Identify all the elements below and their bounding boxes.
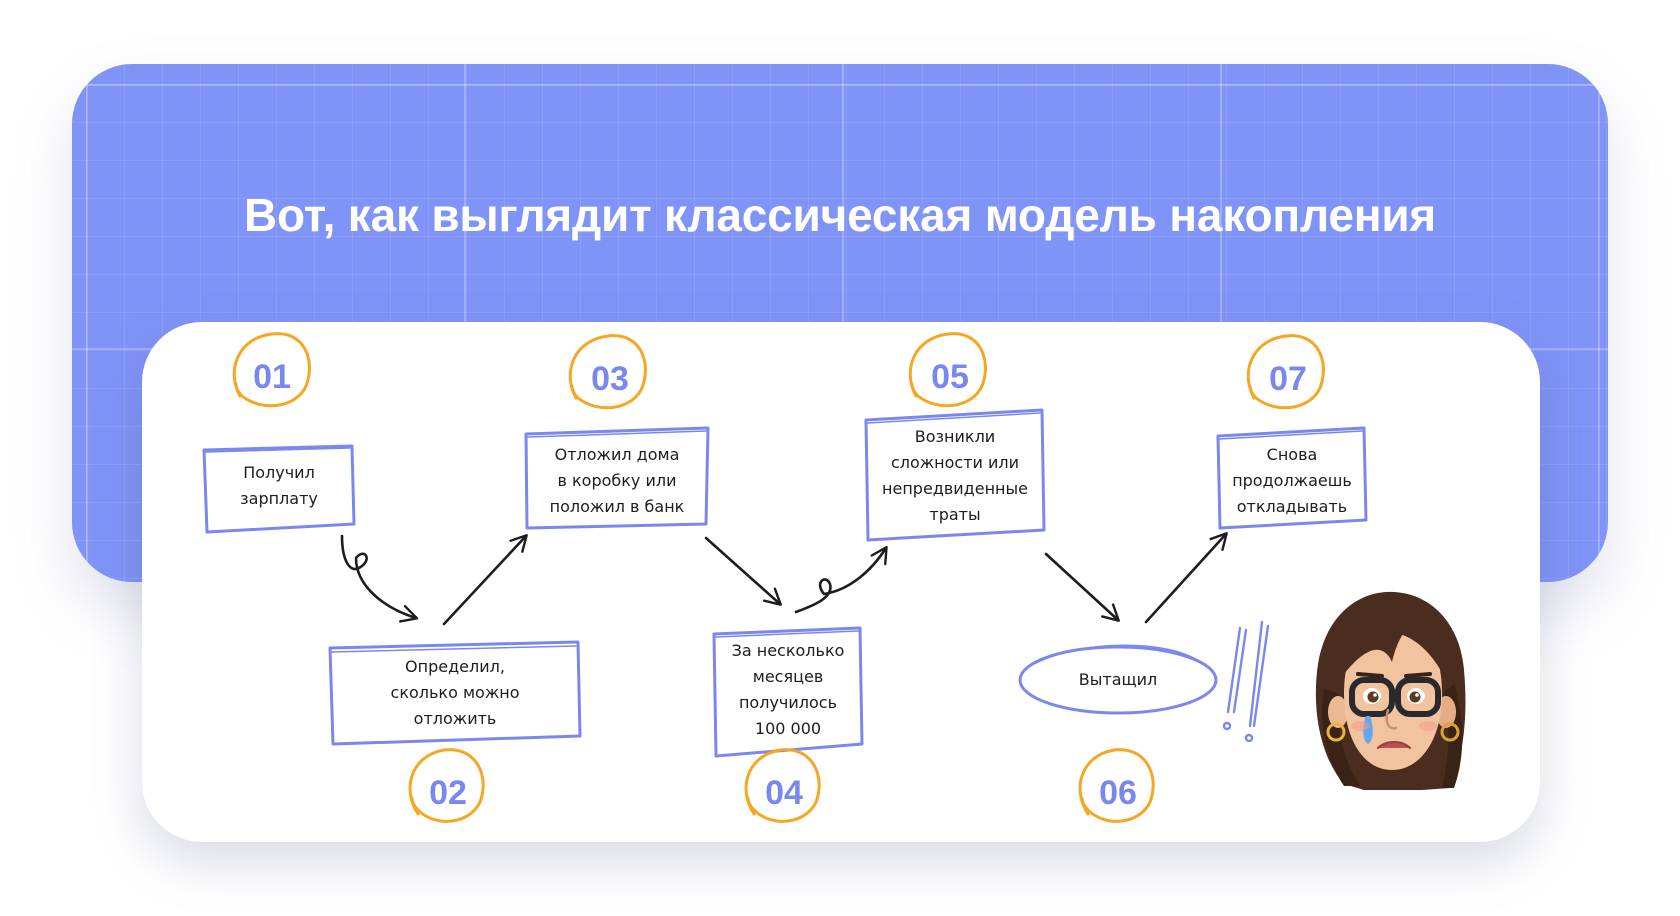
step-number-04: 04 [765,774,803,812]
page-title: Вот, как выглядит классическая модель на… [243,189,1437,241]
number-circles [232,332,1325,823]
arrow-03-04 [704,536,782,606]
step-box-03 [524,426,710,530]
step-text-02: Определил, сколько можно отложить [390,657,520,728]
step-box-01 [202,444,356,534]
step-number-06: 06 [1099,774,1137,812]
step-text-03: Отложил дома в коробку или положил в бан… [549,445,685,516]
arrows [340,532,1228,626]
step-box-04 [712,626,864,758]
circle-01 [232,332,311,408]
step-number-07: 07 [1269,360,1307,398]
arrow-04-05 [794,545,888,614]
step-box-07 [1216,426,1368,530]
step-ellipse-06 [1018,644,1218,715]
arrow-05-06 [1044,552,1120,622]
double-exclamation-icon [1222,620,1270,743]
circle-07 [1246,334,1325,410]
step-text-01: Получил зарплату [240,463,318,508]
diagram-card [142,322,1540,842]
circle-06 [1078,748,1155,823]
circle-04 [744,748,821,823]
step-box-05 [864,408,1046,542]
circle-05 [908,332,987,408]
step-number-05: 05 [931,358,969,396]
circle-03 [568,334,647,410]
step-text-06: Вытащил [1078,670,1158,689]
step-number-02: 02 [429,774,467,812]
step-text-05: Возникли сложности или непредвиденные тр… [882,427,1028,524]
arrow-02-03 [442,534,528,626]
arrow-06-07 [1144,532,1228,624]
step-text-07: Снова продолжаешь откладывать [1232,445,1352,516]
step-number-03: 03 [591,360,629,398]
step-box-02 [328,640,582,746]
arrow-01-02 [340,534,419,623]
circle-02 [408,748,485,823]
step-number-01: 01 [253,358,291,396]
crying-girl-avatar [1315,591,1466,790]
step-text-04: За несколько месяцев получилось 100 000 [731,641,845,738]
